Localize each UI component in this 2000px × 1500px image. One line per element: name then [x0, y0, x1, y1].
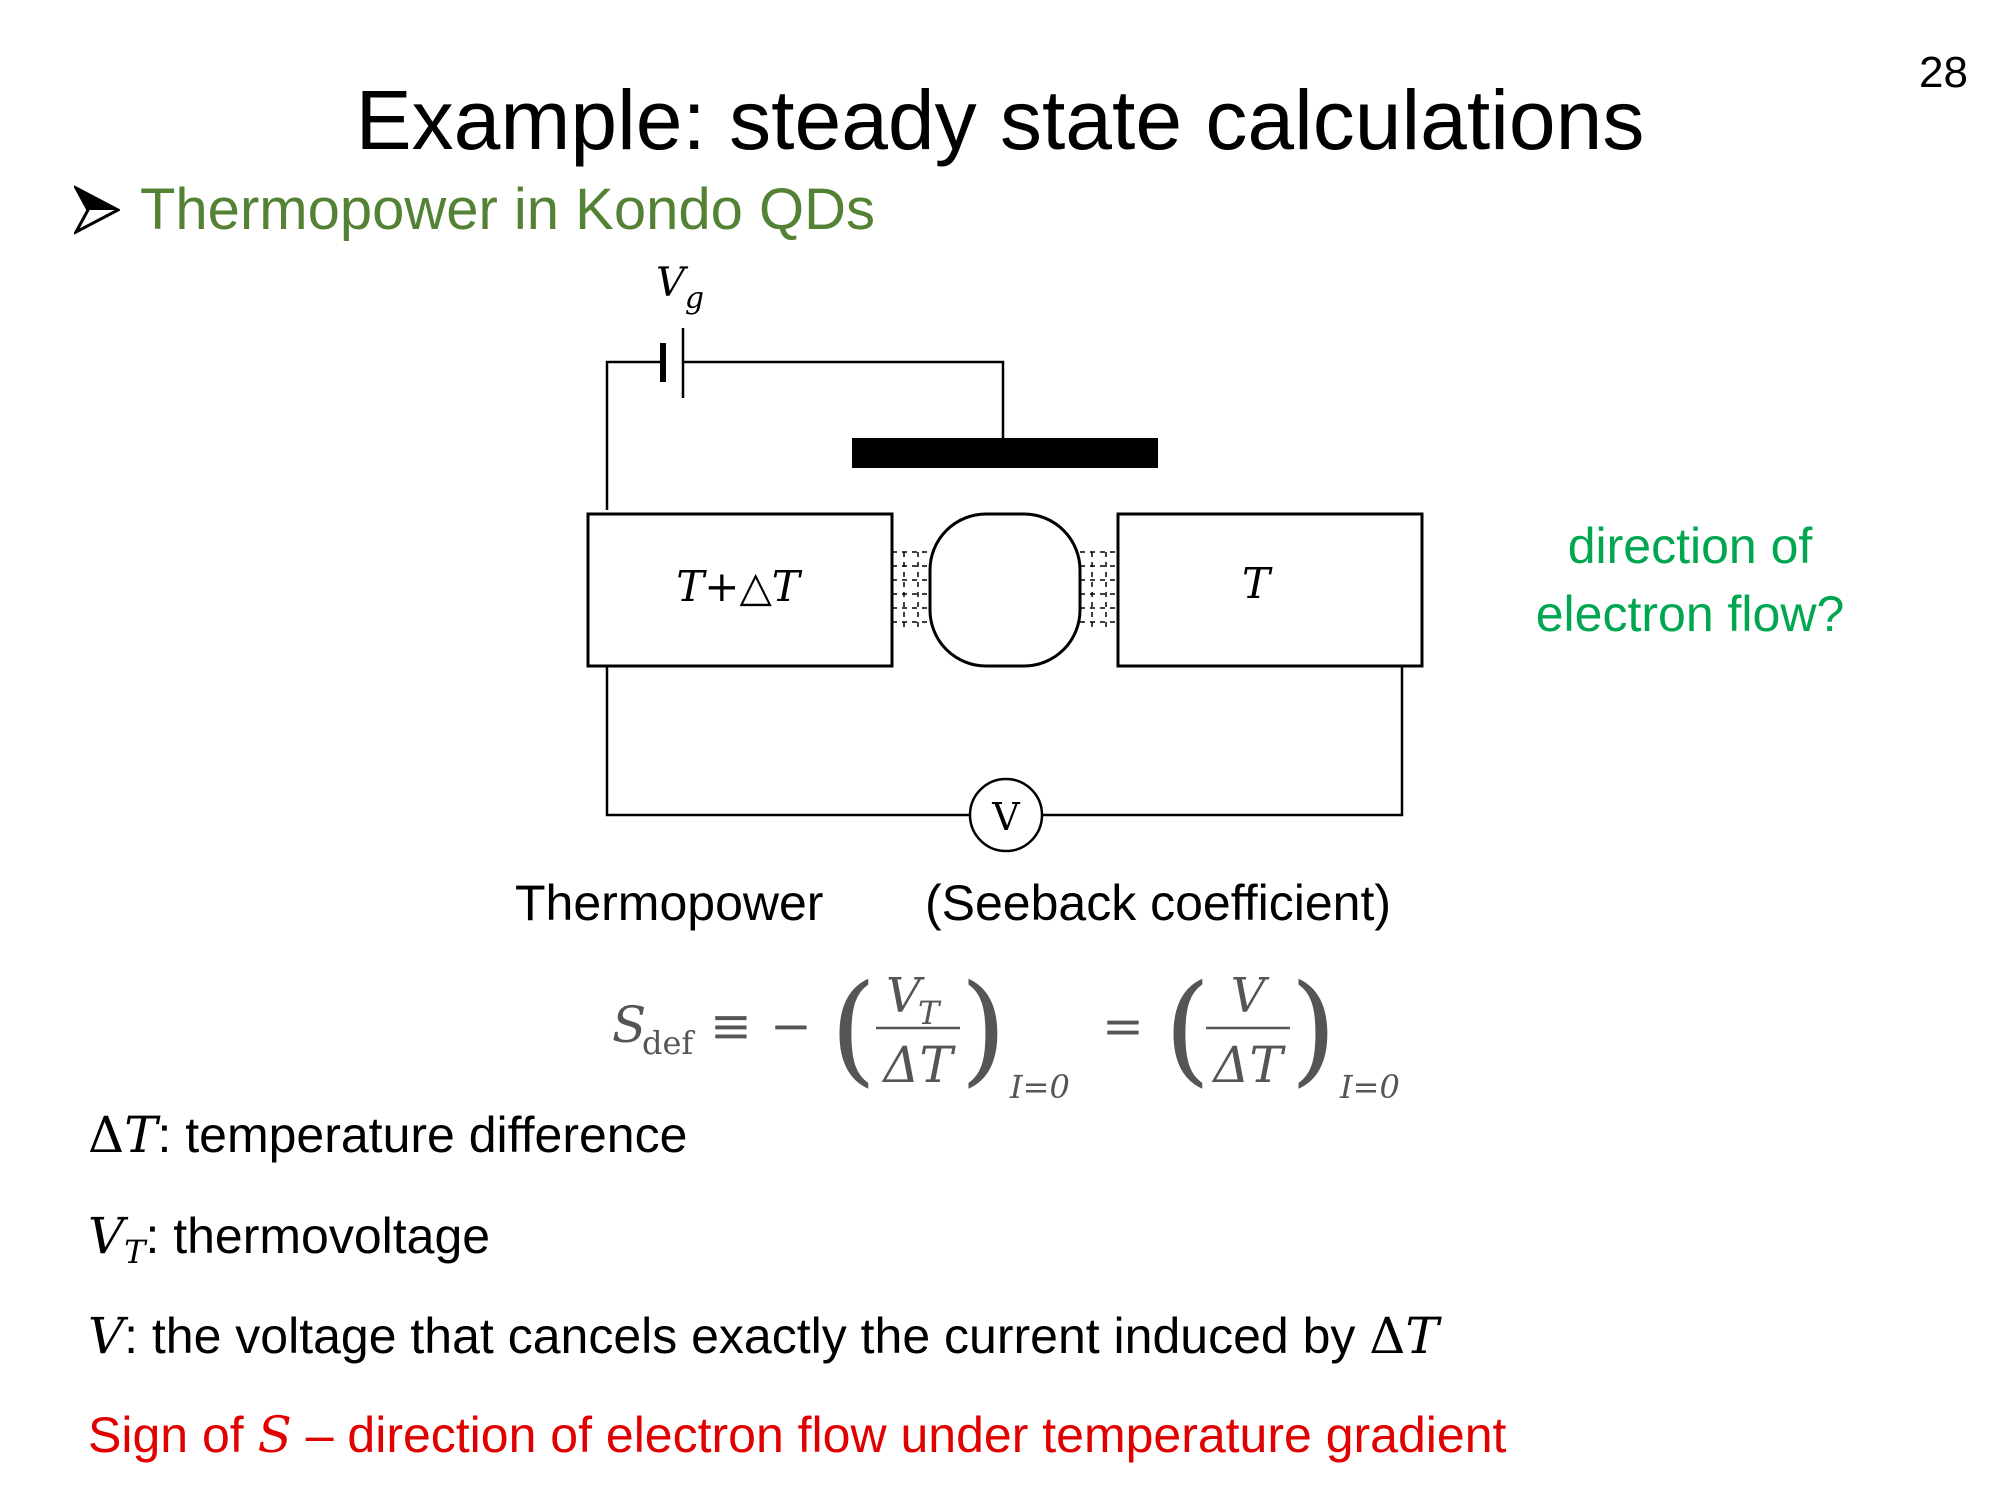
question-line-1: direction of — [1567, 518, 1813, 574]
formula-den-2: ΔT — [1211, 1036, 1286, 1094]
tunnel-barrier-left — [892, 551, 930, 628]
page-number: 28 — [1919, 48, 1968, 97]
formula-num-2: V — [1231, 968, 1270, 1024]
electron-flow-question: direction of electron flow? — [1500, 512, 1880, 648]
gate-voltage-label: Vg — [656, 260, 704, 316]
formula-cond-2: I=0 — [1339, 1068, 1400, 1106]
formula-equals: = — [1102, 997, 1144, 1055]
gate-electrode — [852, 438, 1158, 468]
sign-suffix: – direction of electron flow under tempe… — [291, 1407, 1507, 1463]
vt-symbol: VT — [88, 1207, 146, 1271]
formula-minus: − — [770, 997, 812, 1055]
subtitle-text: Thermopower in Kondo QDs — [140, 177, 875, 242]
left-reservoir — [586, 512, 894, 668]
formula-den-1: ΔT — [881, 1036, 956, 1094]
tunnel-barrier-right — [1080, 551, 1118, 628]
formula-s-symbol: S — [612, 996, 646, 1054]
formula-rparen-2: ) — [1290, 960, 1337, 1099]
left-reservoir-label: T+△T — [676, 562, 803, 611]
battery-icon — [660, 328, 685, 398]
voltmeter-icon — [968, 777, 1044, 853]
voltmeter-label: V — [991, 795, 1020, 839]
v-delta-t-symbol: ΔT — [1369, 1307, 1439, 1365]
definition-v: V: the voltage that cancels exactly the … — [88, 1307, 1439, 1365]
vt-text: : thermovoltage — [145, 1208, 491, 1264]
slide-title: Example: steady state calculations — [355, 73, 1645, 167]
formula-num-t-sub: T — [918, 994, 942, 1032]
v-text: : the voltage that cancels exactly the c… — [124, 1308, 1370, 1364]
formula-cond-1: I=0 — [1009, 1068, 1070, 1106]
sign-prefix: Sign of — [88, 1407, 258, 1463]
circuit-wires — [605, 360, 1404, 817]
question-line-2: electron flow? — [1535, 586, 1845, 642]
seebeck-label: (Seeback coefficient) — [925, 875, 1391, 931]
sign-conclusion: Sign of S – direction of electron flow u… — [88, 1406, 1506, 1464]
sign-s-symbol: S — [257, 1406, 292, 1464]
delta-t-symbol: ΔT — [88, 1106, 158, 1164]
quantum-dot — [928, 512, 1082, 668]
formula-num-v: V — [886, 968, 925, 1024]
subtitle-bullet: Thermopower in Kondo QDs — [74, 176, 875, 243]
delta-t-text: : temperature difference — [157, 1107, 688, 1163]
arrow-bullet-icon — [74, 184, 120, 235]
formula-rparen-1: ) — [960, 960, 1007, 1099]
formula-lparen-1: ( — [830, 960, 877, 1099]
right-reservoir-label: T — [1242, 559, 1273, 608]
definition-vt: VT: thermovoltage — [88, 1207, 490, 1271]
v-symbol: V — [88, 1307, 125, 1365]
formula-def-subscript: def — [642, 1024, 695, 1062]
formula-equiv: ≡ — [710, 997, 752, 1055]
formula-lparen-2: ( — [1164, 960, 1211, 1099]
right-reservoir — [1116, 512, 1424, 668]
definition-delta-t: ΔT: temperature difference — [88, 1106, 687, 1164]
thermopower-label: Thermopower — [515, 875, 824, 931]
